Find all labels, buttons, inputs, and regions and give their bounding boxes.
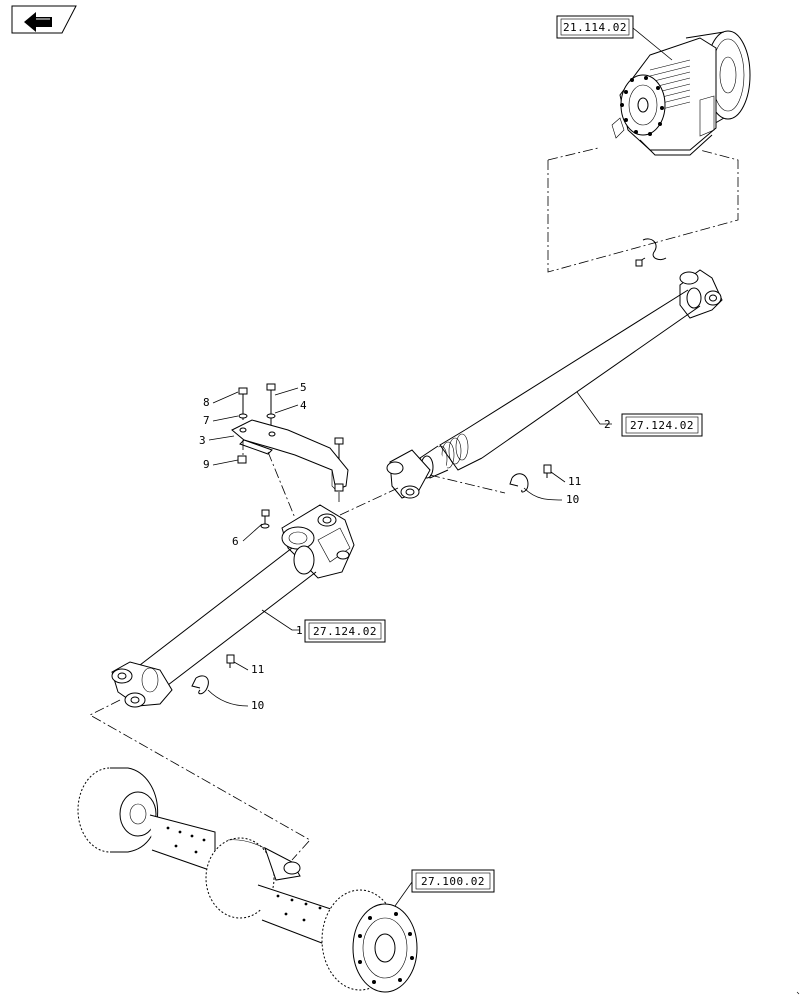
previous-page-arrow-icon bbox=[24, 12, 52, 32]
strap-rear bbox=[509, 464, 552, 493]
transmission-drawing bbox=[611, 30, 751, 156]
callout-4: 4 bbox=[300, 399, 307, 412]
axle-drawing bbox=[77, 767, 418, 993]
drive-shaft-front bbox=[111, 504, 355, 708]
callout-5: 5 bbox=[300, 381, 307, 394]
ref-box-shaft-rear[interactable]: 27.124.02 bbox=[621, 413, 703, 437]
callout-10-front: 10 bbox=[251, 699, 264, 712]
ref-box-transmission[interactable]: 21.114.02 bbox=[556, 15, 634, 39]
ref-box-axle[interactable]: 27.100.02 bbox=[411, 869, 495, 893]
svg-text:27.124.02: 27.124.02 bbox=[313, 625, 377, 638]
strap-front bbox=[191, 654, 235, 695]
svg-text:27.100.02: 27.100.02 bbox=[421, 875, 485, 888]
callout-6: 6 bbox=[232, 535, 239, 548]
fastener-6 bbox=[260, 509, 270, 529]
callout-9: 9 bbox=[203, 458, 210, 471]
svg-text:21.114.02: 21.114.02 bbox=[563, 21, 627, 34]
transmission-link-line bbox=[547, 147, 739, 273]
drive-shaft-rear bbox=[386, 269, 723, 499]
ref-box-shaft-front[interactable]: 27.124.02 bbox=[304, 619, 386, 643]
callout-2: 2 bbox=[604, 418, 611, 431]
callout-10-rear: 10 bbox=[566, 493, 579, 506]
bracket-assembly bbox=[231, 383, 349, 505]
callout-7: 7 bbox=[203, 414, 210, 427]
callout-8: 8 bbox=[203, 396, 210, 409]
callout-11-rear: 11 bbox=[568, 475, 581, 488]
previous-page-button[interactable] bbox=[11, 5, 77, 34]
callout-3: 3 bbox=[199, 434, 206, 447]
svg-text:27.124.02: 27.124.02 bbox=[630, 419, 694, 432]
strap-upper bbox=[635, 238, 667, 267]
callout-11-front: 11 bbox=[251, 663, 264, 676]
callout-1: 1 bbox=[296, 624, 303, 637]
